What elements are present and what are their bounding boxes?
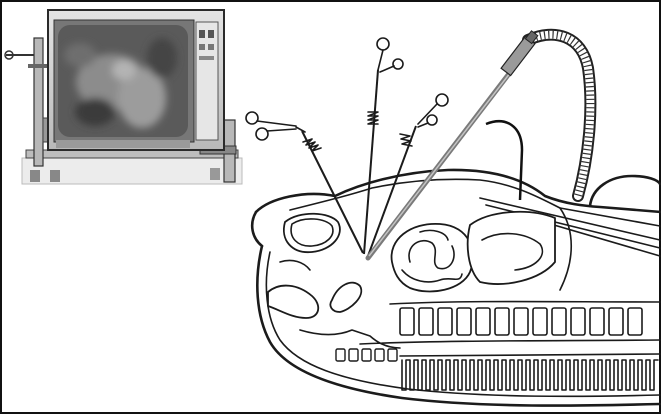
vertebra: [476, 308, 490, 335]
pole-crossbar: [28, 64, 50, 68]
sacrum: [336, 349, 397, 361]
grasper-handle: [378, 50, 394, 72]
monitor-button: [208, 44, 214, 50]
monitor-control-panel: [196, 22, 218, 140]
grasper-shaft: [364, 70, 378, 254]
monitor-button: [199, 30, 205, 38]
vertebra: [457, 308, 471, 335]
vertebra: [571, 308, 585, 335]
grasper-ring: [436, 94, 448, 106]
sacral-segment: [349, 349, 358, 361]
monitor-bottom-strip: [56, 140, 190, 148]
trocar-coil: [368, 112, 378, 124]
pelvic-floor-line: [300, 330, 400, 348]
sacral-segment: [388, 349, 397, 361]
patient-section: [252, 170, 661, 406]
vertebral-column: [400, 308, 642, 335]
vertebra: [419, 308, 433, 335]
vertebra: [438, 308, 452, 335]
body-outline-top: [256, 170, 661, 212]
vertebra: [552, 308, 566, 335]
monitor-button: [208, 30, 214, 38]
grasper-ring: [256, 128, 268, 140]
vertebra: [514, 308, 528, 335]
pelvic-bone: [268, 286, 318, 318]
lower-folds: [402, 360, 658, 390]
video-monitor-cart: [5, 10, 242, 184]
vertebra: [533, 308, 547, 335]
monitor-button: [199, 56, 214, 60]
spine-top-line: [390, 302, 660, 305]
sacral-segment: [336, 349, 345, 361]
grasper-handle: [257, 121, 305, 132]
sacral-segment: [362, 349, 371, 361]
sacral-segment: [375, 349, 384, 361]
pubic-line: [280, 260, 310, 270]
diaphragm-line: [560, 208, 571, 290]
vertebra: [590, 308, 604, 335]
grasper-ring: [246, 112, 258, 124]
cart-wheel: [50, 170, 60, 182]
vertebra: [495, 308, 509, 335]
rectum: [330, 283, 361, 312]
monitor-button: [199, 44, 205, 50]
left-pole: [34, 38, 43, 166]
grasper-ring: [393, 59, 403, 69]
body-outline-left: [252, 212, 262, 246]
spine-bottom-line: [360, 340, 660, 344]
grasper-ring: [377, 38, 389, 50]
head-outline: [590, 176, 660, 206]
vertebra: [400, 308, 414, 335]
vertebra: [628, 308, 642, 335]
vertebra: [609, 308, 623, 335]
cart-wheel: [210, 168, 220, 180]
lower-band-top: [400, 354, 660, 356]
cart-wheel: [30, 170, 40, 182]
